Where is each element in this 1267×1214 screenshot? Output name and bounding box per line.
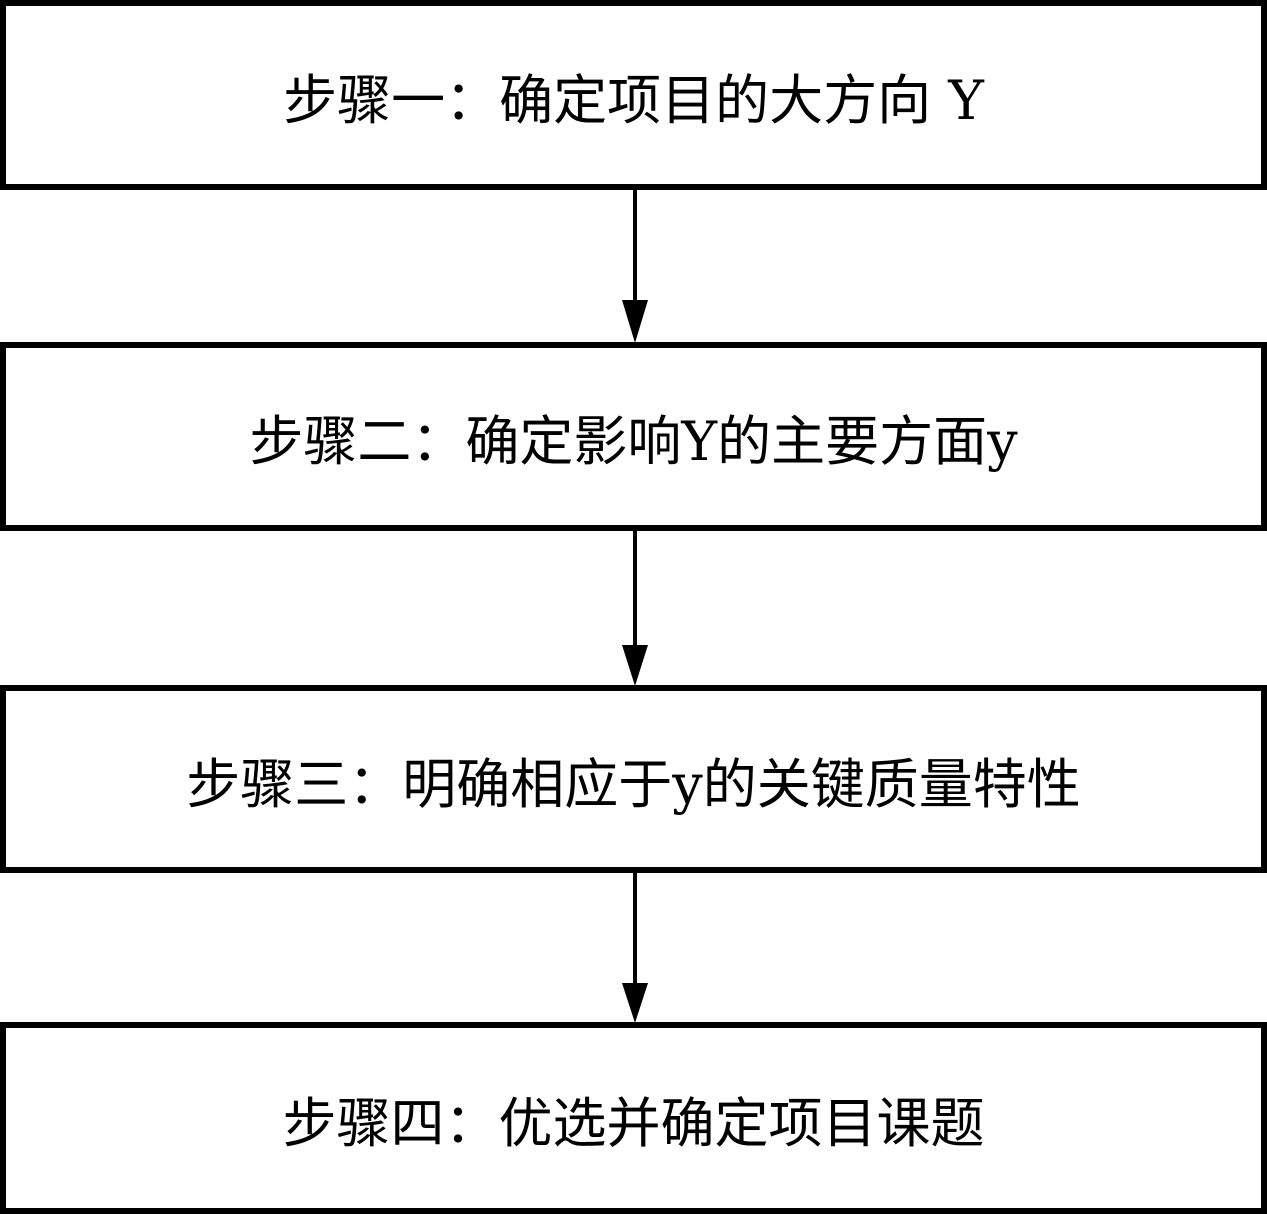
arrow-2-3 [622, 531, 648, 686]
step-3-label: 步骤三：明确相应于y的关键质量特性 [186, 752, 1081, 816]
step-4-box: 步骤四：优选并确定项目课题 [0, 1022, 1267, 1214]
arrow-3-4 [622, 873, 648, 1023]
step-3-box: 步骤三：明确相应于y的关键质量特性 [0, 685, 1267, 873]
step-1-label: 步骤一：确定项目的大方向 Y [283, 68, 984, 132]
step-1-box: 步骤一：确定项目的大方向 Y [0, 0, 1267, 190]
step-4-label: 步骤四：优选并确定项目课题 [282, 1091, 985, 1155]
arrow-1-2 [622, 189, 648, 343]
step-2-label: 步骤二：确定影响Y的主要方面y [249, 410, 1018, 473]
step-2-box: 步骤二：确定影响Y的主要方面y [0, 342, 1267, 531]
